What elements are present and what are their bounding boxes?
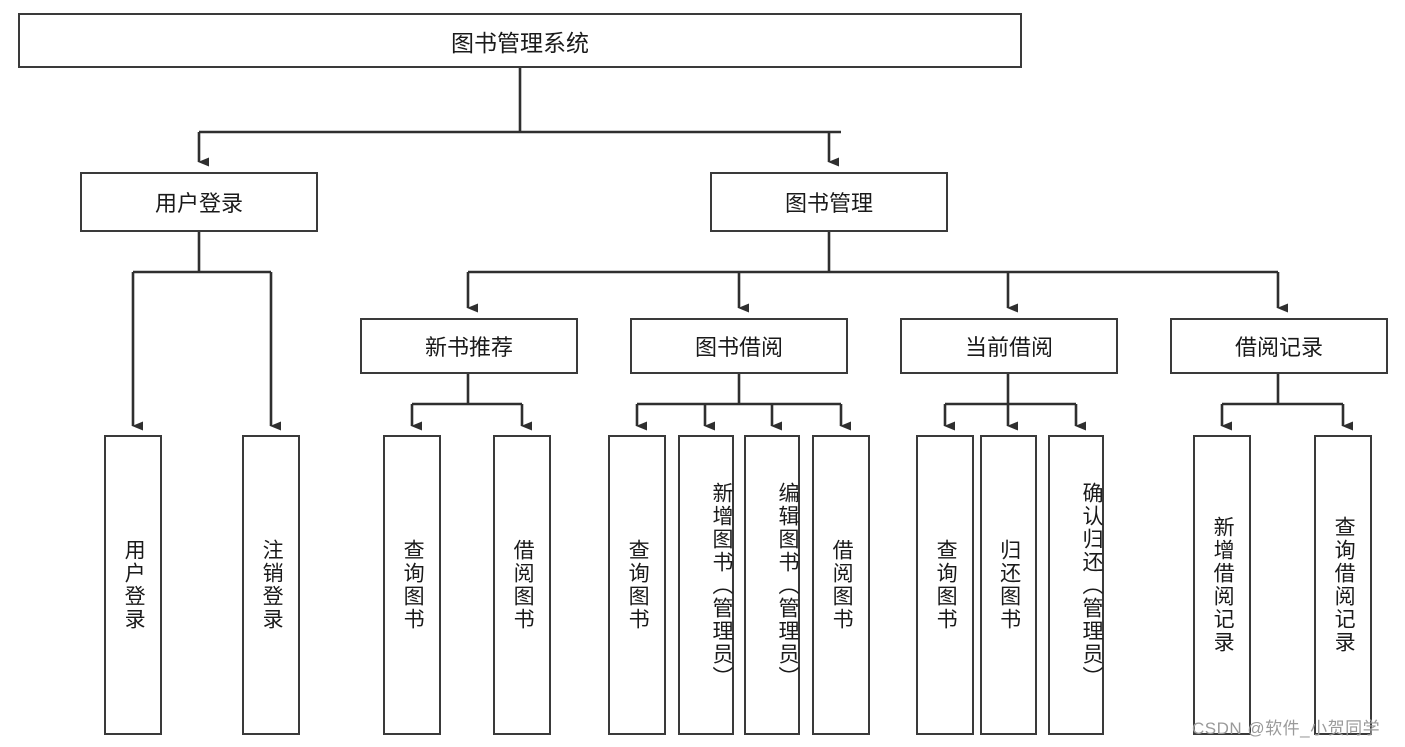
- leaf-current-borrow-return-book[interactable]: 归还图书: [980, 435, 1037, 735]
- node-label: 查询借阅记录: [1332, 516, 1356, 654]
- node-label: 用户登录: [154, 191, 243, 216]
- node-label: 查询图书: [934, 539, 958, 631]
- node-book-borrow[interactable]: 图书借阅: [630, 318, 848, 374]
- leaf-book-borrow-edit-book-admin[interactable]: 编辑图书（管理员）: [744, 435, 800, 735]
- leaf-user-login-sign-in[interactable]: 用户登录: [104, 435, 162, 735]
- node-label: 编辑图书（管理员）: [776, 481, 799, 689]
- node-borrow-records[interactable]: 借阅记录: [1170, 318, 1388, 374]
- node-new-book-recommend[interactable]: 新书推荐: [360, 318, 578, 374]
- leaf-current-borrow-query-book[interactable]: 查询图书: [916, 435, 974, 735]
- node-label: 借阅图书: [511, 539, 535, 631]
- node-root-book-management-system[interactable]: 图书管理系统: [18, 13, 1022, 68]
- node-label: 查询图书: [401, 539, 425, 631]
- node-label: 注销登录: [260, 539, 284, 631]
- leaf-user-login-sign-out[interactable]: 注销登录: [242, 435, 300, 735]
- node-label: 新增借阅记录: [1211, 516, 1235, 654]
- node-label: 归还图书: [997, 539, 1021, 631]
- node-label: 查询图书: [626, 539, 650, 631]
- leaf-new-books-query-book[interactable]: 查询图书: [383, 435, 441, 735]
- leaf-book-borrow-query-book[interactable]: 查询图书: [608, 435, 666, 735]
- node-label: 借阅图书: [830, 539, 854, 631]
- node-user-login[interactable]: 用户登录: [80, 172, 318, 232]
- node-label: 用户登录: [122, 539, 146, 631]
- node-label: 新增图书（管理员）: [710, 481, 733, 689]
- node-book-management[interactable]: 图书管理: [710, 172, 948, 232]
- leaf-book-borrow-borrow-book[interactable]: 借阅图书: [812, 435, 870, 735]
- leaf-borrow-records-query-record[interactable]: 查询借阅记录: [1314, 435, 1372, 735]
- leaf-borrow-records-add-record[interactable]: 新增借阅记录: [1193, 435, 1251, 735]
- node-label: 图书管理: [784, 191, 873, 216]
- node-label: 当前借阅: [964, 335, 1053, 360]
- leaf-new-books-borrow-book[interactable]: 借阅图书: [493, 435, 551, 735]
- leaf-current-borrow-confirm-return-admin[interactable]: 确认归还（管理员）: [1048, 435, 1104, 735]
- leaf-book-borrow-add-book-admin[interactable]: 新增图书（管理员）: [678, 435, 734, 735]
- node-label: 确认归还（管理员）: [1080, 481, 1103, 689]
- node-current-borrow[interactable]: 当前借阅: [900, 318, 1118, 374]
- node-label: 新书推荐: [424, 335, 513, 360]
- node-label: 图书借阅: [694, 335, 783, 360]
- node-label: 借阅记录: [1234, 335, 1323, 360]
- csdn-watermark: CSDN @软件_小贺同学: [1192, 719, 1381, 738]
- node-label: 图书管理系统: [451, 29, 589, 56]
